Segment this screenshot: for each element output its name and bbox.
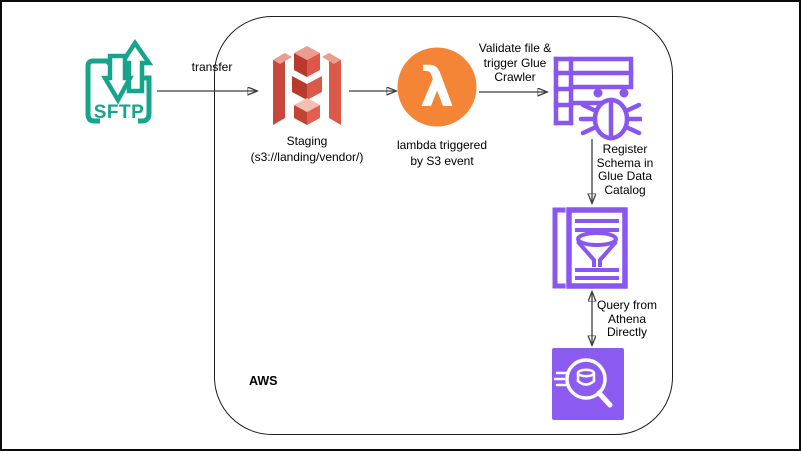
s3-caption: Staging (s3://landing/vendor/) xyxy=(250,134,364,164)
edge-label-validate: Validate file & trigger Glue Crawler xyxy=(478,41,552,84)
edge-label-query: Query from Athena Directly xyxy=(596,298,657,339)
sftp-icon: SFTP xyxy=(85,38,154,124)
aws-boundary: AWS xyxy=(214,16,673,435)
lambda-icon: λ xyxy=(397,47,477,127)
glue-data-catalog-icon xyxy=(552,207,628,289)
s3-bucket-icon xyxy=(273,46,341,125)
lambda-caption: lambda triggered by S3 event xyxy=(396,138,488,168)
lambda-glyph: λ xyxy=(420,56,454,119)
athena-icon xyxy=(552,348,624,420)
edge-label-transfer: transfer xyxy=(191,60,233,74)
sftp-icon-label: SFTP xyxy=(94,102,145,123)
aws-boundary-label: AWS xyxy=(249,374,278,388)
download-arrow-icon xyxy=(101,53,134,105)
bug-icon xyxy=(578,88,642,141)
edge-label-register: Register Schema in Glue Data Catalog xyxy=(596,142,654,197)
funnel-icon xyxy=(576,231,618,267)
magnifier-bucket-icon xyxy=(553,358,613,408)
glue-crawler-icon xyxy=(553,56,642,141)
